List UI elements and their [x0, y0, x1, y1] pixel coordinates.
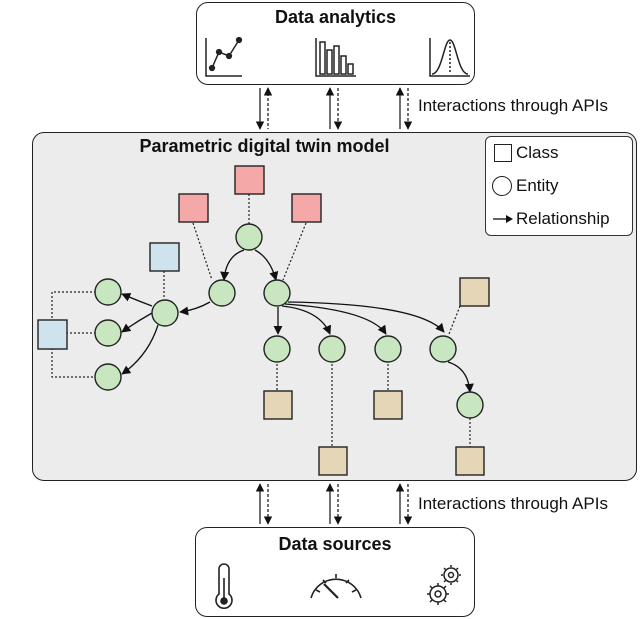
- entity-circle-left-2: [94, 319, 122, 347]
- class-square-tan-4: [455, 446, 485, 476]
- class-square-tan-3: [318, 446, 348, 476]
- class-links: [51, 194, 471, 447]
- entity-circle-row-3: [374, 335, 402, 363]
- top-api-arrows: [255, 87, 413, 130]
- entity-circle-mid-right: [263, 279, 291, 307]
- entity-circle-left-3: [94, 363, 122, 391]
- entity-circle-icon: [492, 176, 512, 196]
- legend-entity-label: Entity: [516, 176, 559, 195]
- thermometer-icon: [215, 563, 233, 609]
- relationship-arrows: [121, 249, 474, 393]
- class-square-blue-left: [37, 319, 68, 350]
- data-analytics-title: Data analytics: [274, 7, 397, 27]
- class-square-icon: [494, 144, 512, 162]
- line-chart-icon: [205, 36, 243, 77]
- legend-class-label: Class: [516, 143, 559, 162]
- class-square-blue-top: [149, 242, 180, 272]
- entity-circle-hub-left: [151, 299, 179, 327]
- class-square-tan-2: [373, 390, 403, 420]
- data-analytics-box: Data analytics: [196, 2, 475, 85]
- entity-circle-row-4: [429, 335, 457, 363]
- entity-circle-row-1: [263, 335, 291, 363]
- bar-chart-icon: [315, 38, 356, 77]
- bottom-api-arrows: [255, 483, 413, 525]
- entity-circle-lower-right: [456, 391, 484, 419]
- class-square-tan-1: [263, 390, 293, 420]
- relationship-arrow-icon: [493, 215, 513, 223]
- distribution-curve-icon: [429, 38, 470, 77]
- class-square-tan-right: [459, 277, 490, 307]
- legend-relationship: Relationship: [492, 206, 610, 232]
- api-label-top: Interactions through APIs: [418, 96, 608, 115]
- legend-entity: Entity: [492, 173, 559, 199]
- legend: Class Entity Relationship: [485, 136, 633, 236]
- legend-class: Class: [492, 140, 559, 166]
- speedometer-icon: [310, 574, 362, 599]
- api-label-bottom: Interactions through APIs: [418, 494, 608, 513]
- data-sources-box: Data sources: [195, 527, 475, 617]
- entity-circles: [94, 223, 484, 419]
- class-square-red-right: [291, 193, 322, 223]
- entity-circle-left-1: [94, 278, 122, 306]
- entity-circle-row-2: [318, 335, 346, 363]
- class-square-red-left: [178, 193, 209, 223]
- class-squares: [37, 165, 490, 476]
- entity-circle-mid-left: [208, 279, 236, 307]
- data-sources-title: Data sources: [278, 534, 392, 554]
- digital-twin-title: Parametric digital twin model: [139, 136, 390, 156]
- class-square-red-top: [234, 165, 265, 195]
- gears-icon: [427, 565, 461, 605]
- legend-relationship-label: Relationship: [516, 209, 610, 228]
- entity-circle-top: [235, 223, 263, 251]
